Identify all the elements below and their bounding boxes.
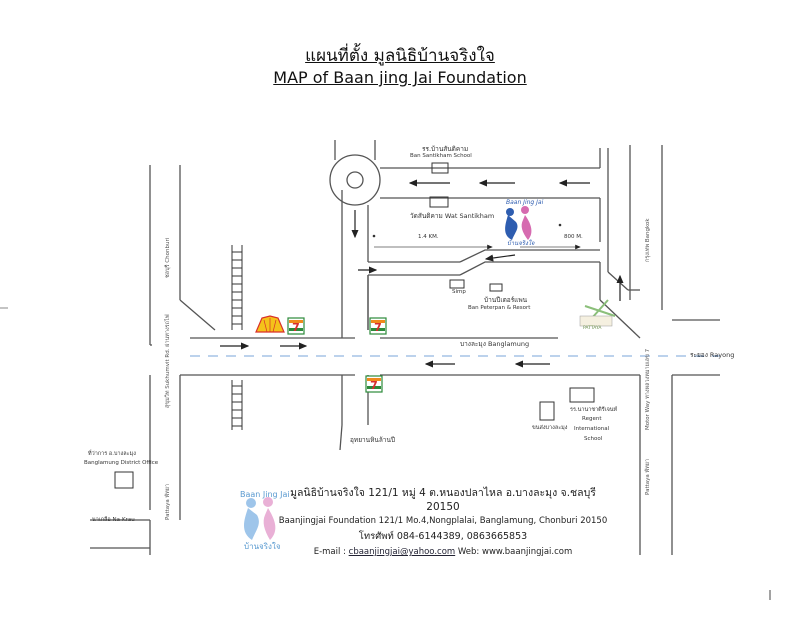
footer-address-en: Baanjingjai Foundation 121/1 Mo.4,Nongpl… — [278, 516, 608, 526]
seven-eleven-icon: 7 — [369, 317, 387, 335]
motorway-vertical-label: Motor Way ทางหลวงหมายเลข 7 — [645, 348, 651, 430]
seven-eleven-icon: 7 — [287, 317, 305, 335]
building-icon — [539, 401, 555, 421]
pattaya-left-vertical-label: Pattaya พัทยา — [165, 483, 171, 520]
building-icon — [569, 387, 595, 403]
logo-bottom-text: Baan Jing Jai — [240, 490, 290, 499]
building-icon — [114, 471, 134, 489]
email-link[interactable]: cbaanjingjai@yahoo.com — [348, 547, 456, 557]
logo-top-text: Baan Jing Jai — [506, 199, 544, 206]
building-icon — [431, 162, 449, 174]
footer-email-web: E-mail : cbaanjingjai@yahoo.com Web: www… — [278, 547, 608, 557]
temple-label: วัดสันติคาม Wat Santikham — [410, 212, 495, 220]
svg-text:7: 7 — [292, 321, 300, 334]
logo-bottom-text-th: บ้านจริงใจ — [244, 542, 281, 551]
foundation-logo-icon — [244, 497, 276, 540]
logo-top-text-th: บ้านจริงใจ — [507, 240, 535, 247]
resort-label-en: Ban Peterpan & Resort — [468, 305, 531, 311]
footer-contact: มูลนิธิบ้านจริงใจ 121/1 หมู่ 4 ต.หนองปลา… — [278, 484, 608, 560]
nakrau-label: นาเกลือ Na-Krau — [92, 517, 135, 523]
svg-text:7: 7 — [370, 379, 378, 392]
school-label-th: รร.บ้านสันติคาม — [422, 145, 469, 153]
school-label-en: Ban Santikham School — [410, 153, 472, 159]
footer-address-th: มูลนิธิบ้านจริงใจ 121/1 หมู่ 4 ต.หนองปลา… — [290, 487, 596, 513]
district-label-th: ที่ว่าการ อ.บางละมุง — [88, 451, 136, 457]
park-label: อุทยานหินล้านปี — [350, 436, 396, 444]
pattaya-right-vertical-label: Pattaya พัทยา — [645, 458, 651, 495]
distance-2-label: 800 M. — [564, 234, 583, 240]
seven-eleven-icon: 7 — [365, 375, 383, 393]
simp-label: Simp — [452, 289, 466, 295]
district-label-en: Banglamung District Office — [84, 460, 159, 466]
building-icon — [449, 279, 465, 289]
regent-label-en-2: International — [574, 426, 610, 432]
regent-label-th: รร.นานาชาติรีเจนท์ — [570, 407, 618, 413]
svg-text:7: 7 — [374, 321, 382, 334]
arrow-icon — [484, 254, 516, 262]
building-icon — [489, 283, 503, 292]
regent-label-en-1: Regent — [582, 416, 602, 422]
road-banglamung-label: บางละมุง Banglamung — [460, 340, 530, 348]
distance-1-label: 1.4 KM. — [418, 234, 439, 240]
regent-label-en-3: School — [584, 436, 603, 442]
sukhumvit-vertical-label: สุขุมวิท Sukhumvit Rd. ผ่านทางรถไฟ — [165, 314, 171, 408]
shell-icon — [255, 315, 285, 333]
bangkok-vertical-label: กรุงเทพ Bangkok — [645, 218, 651, 262]
pattaya-logo-icon — [579, 299, 616, 327]
resort-label-th: บ้านปีเตอร์แพน — [484, 296, 528, 304]
chonburi-vertical-label: ชลบุรี Chonburi — [165, 237, 171, 278]
title-english: MAP of Baan jing Jai Foundation — [273, 68, 527, 87]
building-icon — [429, 196, 449, 208]
web-label: Web: — [455, 547, 482, 557]
web-link[interactable]: www.baanjingjai.com — [482, 547, 573, 557]
transport-center-label: ขนส่งบางละมุง — [532, 425, 568, 431]
title-thai: แผนที่ตั้ง มูลนิธิบ้านจริงใจ — [305, 46, 495, 66]
footer-phone: โทรศัพท์ 084-6144389, 0863665853 — [358, 531, 528, 542]
pattaya-logo-text: PATTAYA — [583, 326, 602, 331]
email-label: E-mail : — [313, 547, 349, 557]
rayong-label: ระยอง Rayong — [690, 351, 735, 359]
foundation-logo-icon — [505, 206, 532, 240]
